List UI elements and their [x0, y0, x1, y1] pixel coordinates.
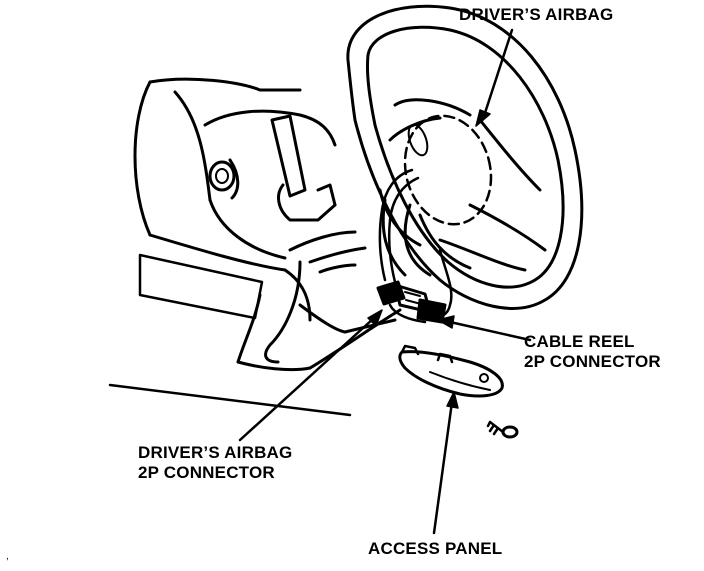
drivers-airbag-connector-label: DRIVER’S AIRBAG 2P CONNECTOR: [138, 443, 292, 483]
dashboard: [108, 77, 352, 417]
driver-connector-label-line2: 2P CONNECTOR: [138, 463, 275, 482]
access-panel-label: ACCESS PANEL: [368, 539, 503, 558]
cable-reel-label-line1: CABLE REEL: [524, 332, 635, 351]
screw: [486, 420, 519, 439]
cable-reel-label-line2: 2P CONNECTOR: [524, 352, 661, 371]
drivers-airbag-label: DRIVER’S AIRBAG: [459, 5, 614, 24]
cable-reel-connector-label: CABLE REEL 2P CONNECTOR: [524, 332, 661, 372]
access-panel: [398, 344, 504, 398]
airbag-connector-body: [376, 280, 447, 324]
leader-arrows: [238, 28, 532, 535]
stray-mark: ,: [6, 551, 9, 562]
steering-wheel: [346, 4, 584, 310]
driver-connector-label-line1: DRIVER’S AIRBAG: [138, 443, 293, 462]
steering-column-cover: [236, 230, 402, 372]
